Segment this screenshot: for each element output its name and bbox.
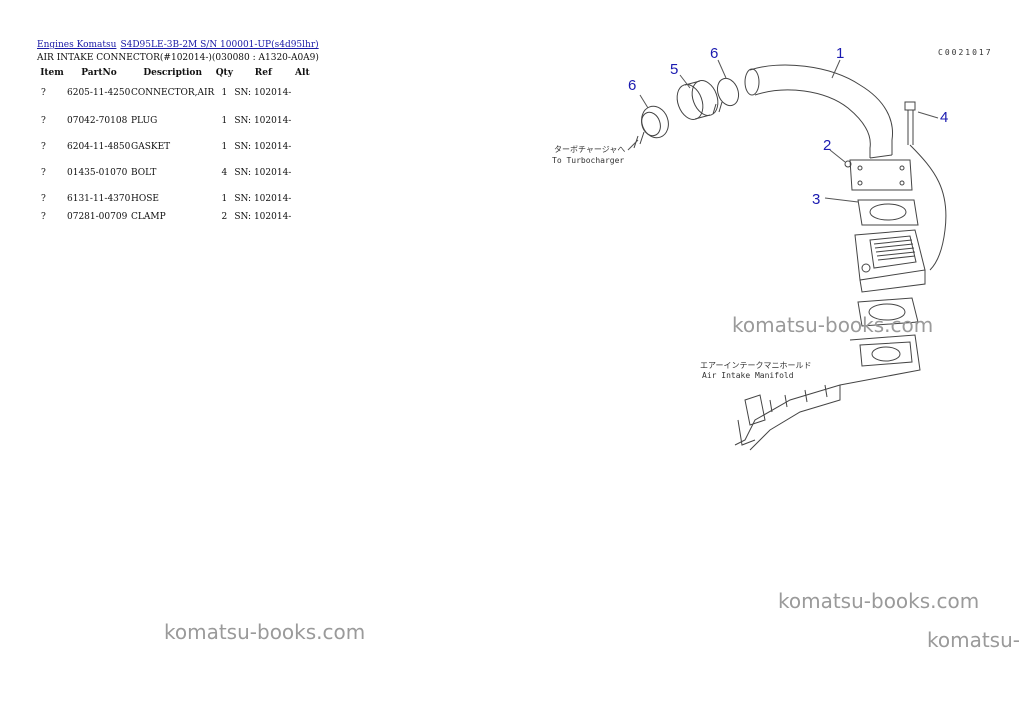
callout-3: 3	[812, 191, 820, 208]
cell-qty: 4	[221, 168, 228, 178]
gasket-upper-drawing	[857, 199, 919, 226]
callout-1: 1	[836, 45, 844, 62]
cell-partno: 6205-11-4250	[67, 88, 131, 98]
cell-ref: SN: 102014-	[234, 194, 292, 204]
cell-ref: SN: 102014-	[234, 88, 292, 98]
cell-qty: 2	[221, 212, 228, 222]
callout-6-left: 6	[628, 77, 636, 94]
cell-item: ?	[41, 142, 46, 152]
note-manifold-jp: エアーインテークマニホールド	[700, 361, 812, 370]
cell-item: ?	[41, 88, 46, 98]
table-row: ? 07042-70108 PLUG 1 SN: 102014-	[37, 102, 312, 128]
cell-description: GASKET	[131, 142, 171, 152]
manifold-drawing	[734, 334, 921, 451]
table-row: ? 6131-11-4370 HOSE 1 SN: 102014-	[37, 180, 312, 206]
col-header-ref: Ref	[254, 68, 272, 78]
cell-ref: SN: 102014-	[234, 212, 292, 222]
cell-alt	[292, 154, 312, 180]
cell-description: HOSE	[131, 194, 159, 204]
table-row: ? 6205-11-4250 CONNECTOR,AIR 1 SN: 10201…	[37, 80, 312, 102]
watermark: komatsu-	[927, 628, 1020, 652]
connector-air-drawing	[744, 64, 913, 191]
cell-alt	[292, 80, 312, 102]
cell-qty: 1	[221, 88, 228, 98]
cell-alt	[292, 206, 312, 226]
breadcrumb-link-engines[interactable]: Engines Komatsu	[37, 40, 117, 50]
diagram-code: C0021017	[938, 48, 993, 57]
callout-6-right: 6	[710, 45, 718, 62]
parts-table: Item PartNo Description Qty Ref Alt ? 62…	[37, 66, 312, 226]
cell-partno: 01435-01070	[67, 168, 128, 178]
parts-diagram: 1 2 3 4 5 6 6 ターボチャージャへ To Turbocharger …	[552, 45, 948, 451]
cell-ref: SN: 102014-	[234, 142, 292, 152]
hose-drawing	[676, 80, 719, 120]
leader-lines	[627, 59, 939, 203]
col-header-description: Description	[143, 68, 202, 78]
table-row: ? 01435-01070 BOLT 4 SN: 102014-	[37, 154, 312, 180]
watermark: komatsu-books.com	[778, 589, 980, 613]
watermark: komatsu-books.com	[732, 313, 934, 337]
cell-partno: 07042-70108	[67, 116, 128, 126]
table-row: ? 6204-11-4850 GASKET 1 SN: 102014-	[37, 128, 312, 154]
note-turbo-jp: ターボチャージャへ	[554, 145, 625, 154]
cell-ref: SN: 102014-	[234, 116, 292, 126]
gasket-lower-drawing	[857, 297, 919, 327]
clamp-right-drawing	[712, 77, 740, 115]
breadcrumb-link-model[interactable]: S4D95LE-3B-2M S/N 100001-UP(s4d95lhr)	[120, 40, 319, 50]
cell-partno: 6131-11-4370	[67, 194, 131, 204]
cell-ref: SN: 102014-	[234, 168, 292, 178]
cell-alt	[292, 128, 312, 154]
table-header-row: Item PartNo Description Qty Ref Alt	[37, 66, 312, 80]
col-header-partno: PartNo	[81, 68, 117, 78]
cell-partno: 6204-11-4850	[67, 142, 131, 152]
cell-item: ?	[41, 194, 46, 204]
col-header-alt: Alt	[295, 68, 310, 78]
bolt-drawing	[904, 101, 947, 271]
cell-item: ?	[41, 212, 46, 222]
cell-qty: 1	[221, 142, 228, 152]
cell-description: CONNECTOR,AIR	[131, 88, 215, 98]
note-manifold-en: Air Intake Manifold	[702, 371, 794, 380]
callout-4: 4	[940, 109, 948, 126]
cell-description: CLAMP	[131, 212, 166, 222]
col-header-qty: Qty	[215, 68, 233, 78]
plug-drawing	[844, 160, 852, 168]
cell-description: BOLT	[131, 168, 157, 178]
table-row: ? 07281-00709 CLAMP 2 SN: 102014-	[37, 206, 312, 226]
cell-qty: 1	[221, 194, 228, 204]
watermark: komatsu-books.com	[164, 620, 366, 644]
callout-2: 2	[823, 137, 831, 154]
col-header-item: Item	[40, 68, 64, 78]
clamp-left-drawing	[633, 105, 669, 149]
note-turbo-en: To Turbocharger	[552, 156, 624, 165]
cell-partno: 07281-00709	[67, 212, 128, 222]
cell-alt	[292, 180, 312, 206]
cell-item: ?	[41, 116, 46, 126]
housing-drawing	[854, 229, 926, 293]
callout-5: 5	[670, 61, 678, 78]
cell-qty: 1	[221, 116, 228, 126]
cell-item: ?	[41, 168, 46, 178]
page-title: AIR INTAKE CONNECTOR(#102014-)(030080 : …	[37, 53, 319, 63]
cell-description: PLUG	[131, 116, 158, 126]
cell-alt	[292, 102, 312, 128]
